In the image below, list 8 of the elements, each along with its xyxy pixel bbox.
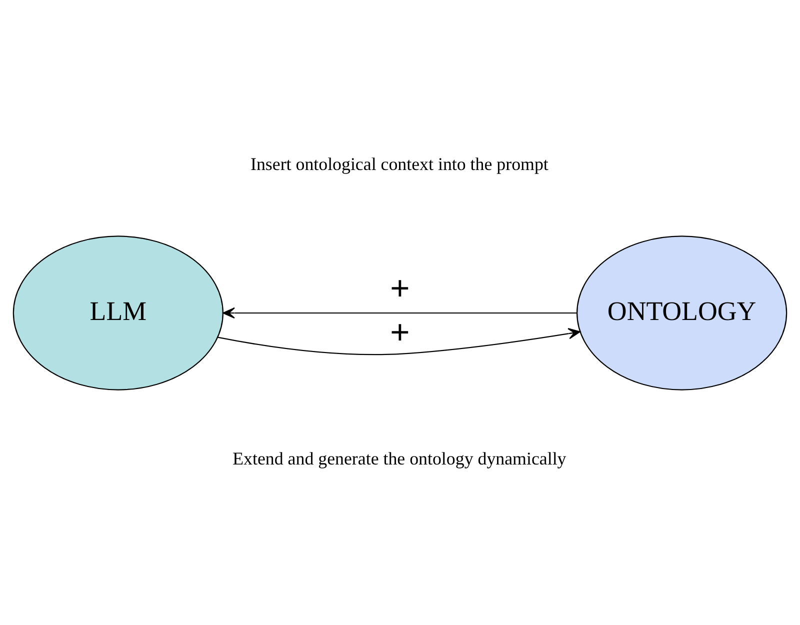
edge-label: + bbox=[390, 270, 410, 308]
node-ellipse: ONTOLOGY bbox=[576, 235, 788, 390]
edge-label: + bbox=[390, 314, 410, 351]
arrow bbox=[222, 306, 577, 318]
label: Extend and generate the ontology dynamically bbox=[232, 448, 566, 468]
node-ellipse: LLM bbox=[12, 235, 224, 390]
arrow bbox=[218, 328, 580, 355]
label: Insert ontological context into the prompt bbox=[250, 153, 548, 174]
